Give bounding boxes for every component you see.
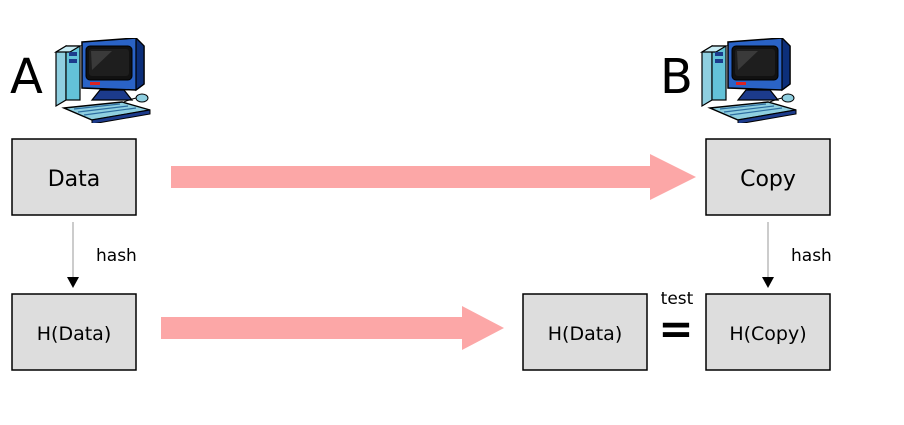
transfer-arrow-hash [161,306,504,350]
hash-data-box-a: H(Data) [11,293,137,371]
hash-label-left: hash [96,246,137,266]
transfer-arrow-data [171,154,696,200]
hash-arrow-right [762,222,774,288]
copy-label: Copy [740,167,796,192]
hash-label-right: hash [791,246,832,266]
computer-icon [55,38,151,123]
test-label: test [661,289,694,309]
copy-box: Copy [705,138,831,216]
hash-data-label-b: H(Data) [548,323,622,345]
hash-data-box-b: H(Data) [522,293,648,371]
party-b-label: B [660,49,693,105]
party-a-label: A [10,49,43,105]
hash-copy-box: H(Copy) [705,293,831,371]
hash-copy-label: H(Copy) [729,323,806,345]
computer-icon [701,38,797,123]
hash-arrow-left [67,222,79,288]
hash-data-label-a: H(Data) [37,323,111,345]
data-box: Data [11,138,137,216]
equals-sign: = [658,304,693,353]
data-label: Data [48,167,101,192]
